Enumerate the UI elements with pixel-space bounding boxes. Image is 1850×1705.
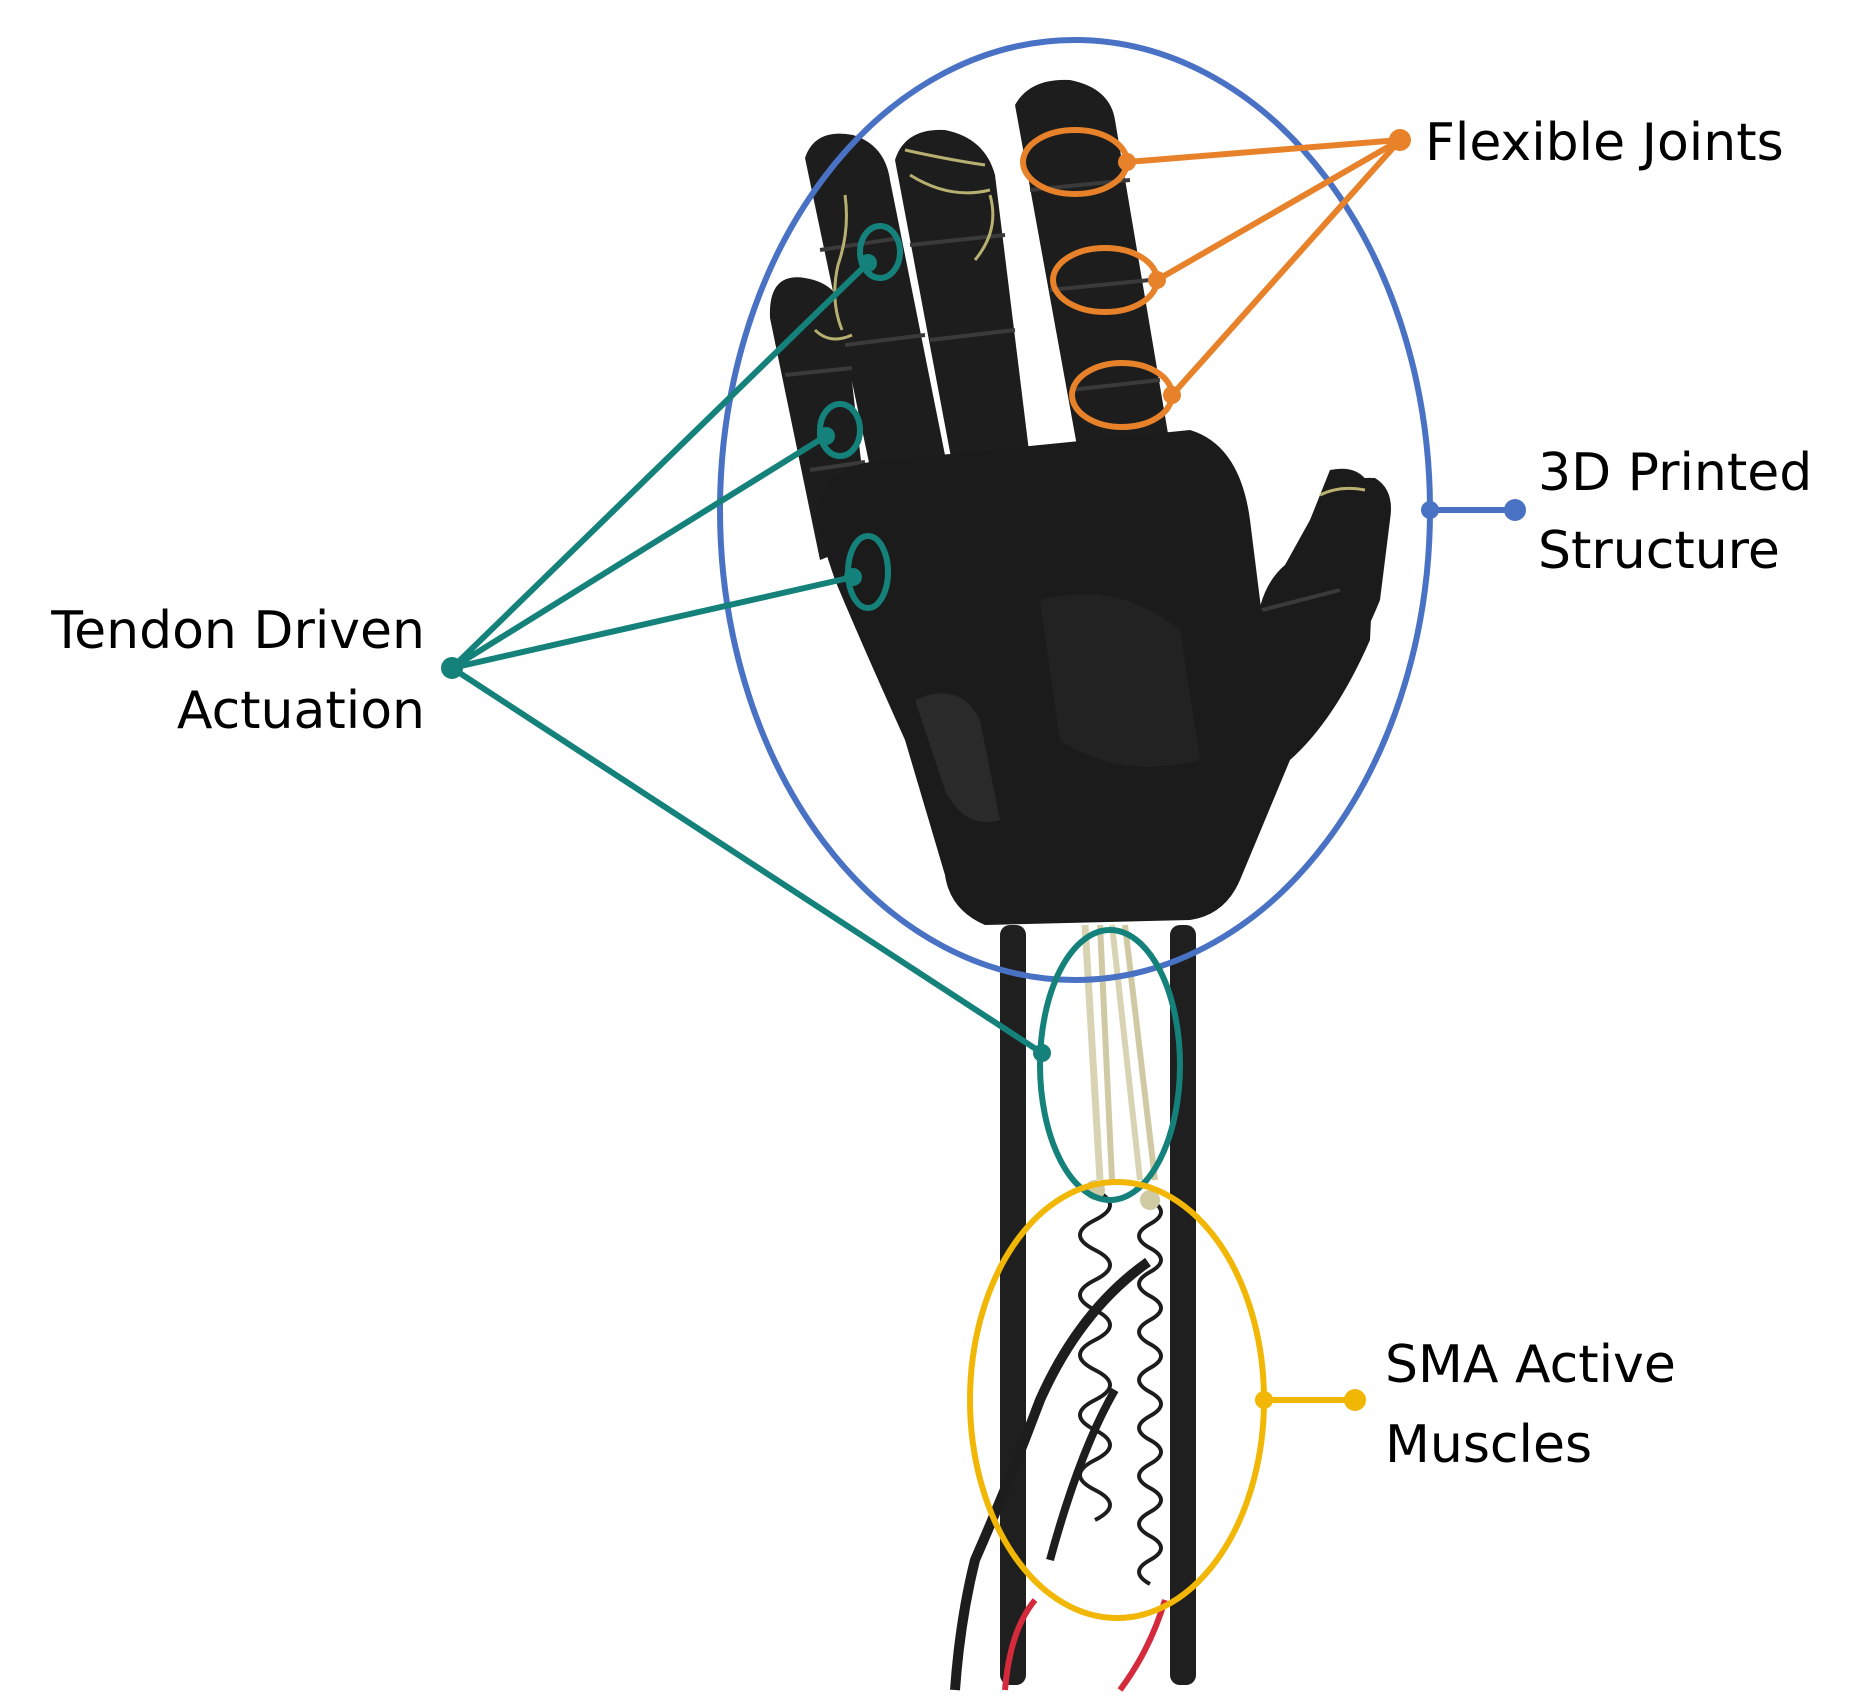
flexible-joints-annotation: Flexible Joints <box>1020 113 1784 430</box>
tendon-actuation-label-line2: Actuation <box>177 681 425 741</box>
printed-structure-label-line2: Structure <box>1538 521 1780 581</box>
tendon-bundle-icon <box>1081 924 1158 1181</box>
forearm-rod-right <box>1170 925 1196 1685</box>
finger-middle <box>895 129 1035 505</box>
robotic-hand-icon <box>769 79 1391 1692</box>
printed-structure-annotation: 3D Printed Structure <box>717 37 1812 983</box>
sma-spring-icon <box>1078 1188 1163 1586</box>
sma-muscles-label-line1: SMA Active <box>1385 1335 1676 1395</box>
finger-thumb <box>1255 477 1391 730</box>
sma-muscles-label-line2: Muscles <box>1385 1415 1592 1475</box>
flexible-joints-label: Flexible Joints <box>1425 113 1784 173</box>
finger-ring <box>805 133 955 516</box>
lead-wire-black <box>950 1257 1151 1691</box>
tendon-ellipse-finger-1 <box>857 223 903 281</box>
tendon-actuation-annotation: Tendon Driven Actuation <box>50 223 1183 1203</box>
tendon-ellipse-wrist <box>1037 927 1183 1203</box>
sma-muscles-annotation: SMA Active Muscles <box>967 1179 1676 1621</box>
printed-structure-label-line1: 3D Printed <box>1538 443 1812 503</box>
tendon-actuation-label-line1: Tendon Driven <box>50 601 425 661</box>
